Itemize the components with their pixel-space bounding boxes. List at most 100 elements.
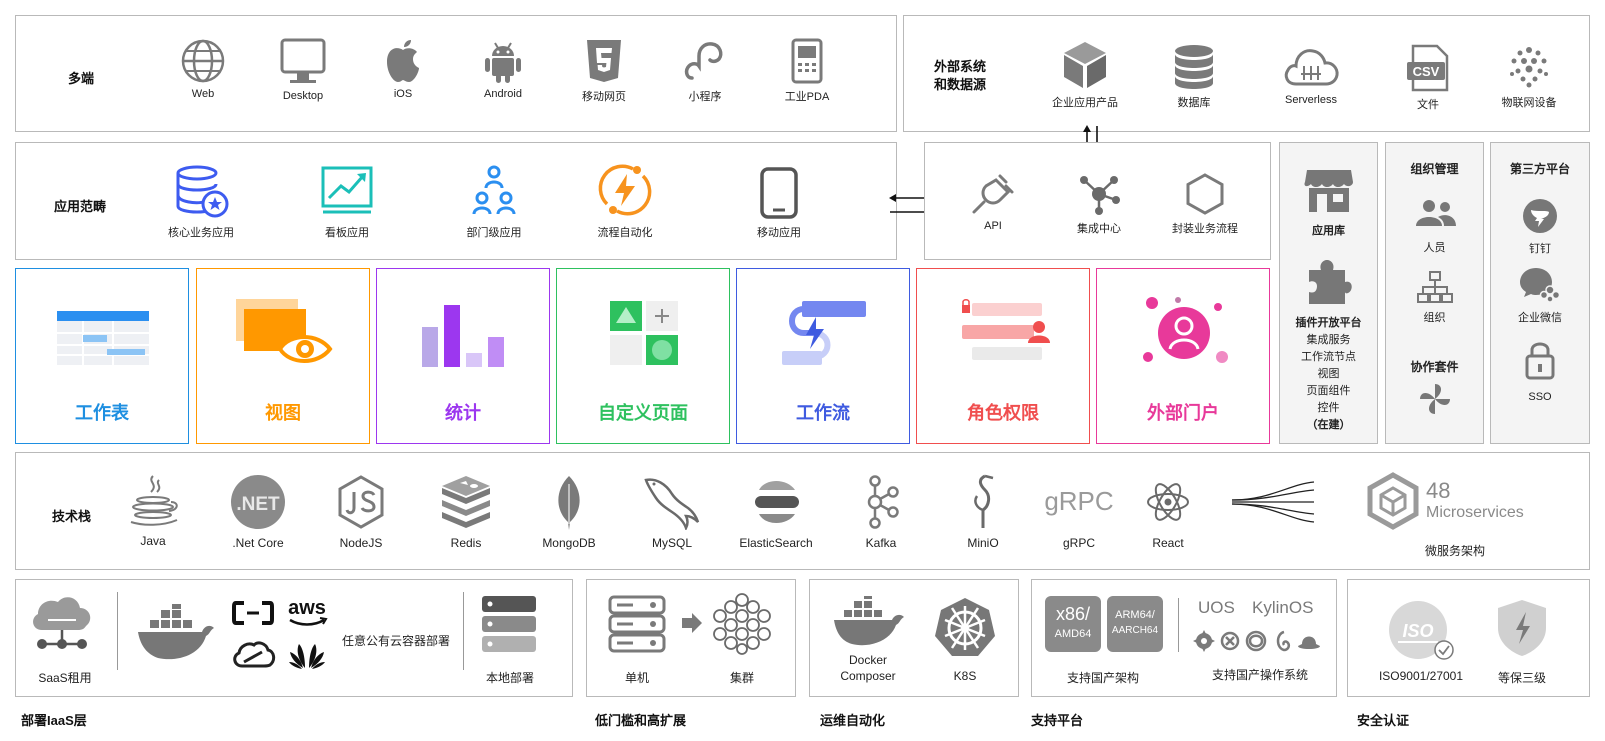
page-blocks-icon [610, 301, 678, 365]
cloud-icon [1284, 49, 1339, 86]
client-android: Android [448, 38, 558, 100]
arrow-right-icon [682, 613, 702, 633]
tech-mongodb-label: MongoDB [542, 536, 596, 550]
external-label-2: 和数据源 [934, 77, 987, 92]
saas-label: SaaS租用 [38, 671, 92, 685]
k8s-label: K8S [953, 669, 977, 683]
redis-stack-icon [442, 476, 490, 528]
multi-end-panel [15, 15, 897, 132]
iot-dots-icon [1510, 47, 1548, 88]
kubernetes-wheel-icon [935, 598, 995, 656]
plugin-item-3: 视图 [1317, 368, 1340, 380]
mobile-phone-icon [760, 167, 798, 219]
desktop-icon [280, 38, 326, 83]
app-scope-label: 应用范畴 [54, 199, 107, 214]
app-mobile: 移动应用 [724, 166, 834, 240]
tech-dotnet: .NET .Net Core [212, 474, 304, 550]
client-ios-label: iOS [393, 88, 413, 100]
tech-nodejs-label: NodeJS [339, 536, 383, 550]
mini-program-icon [684, 42, 723, 80]
apple-icon [387, 40, 419, 82]
lightning-cycle-icon [598, 164, 652, 216]
tech-elasticsearch: ElasticSearch [730, 474, 822, 550]
module-worksheet-name: 工作表 [75, 403, 129, 423]
tech-kafka: Kafka [835, 474, 927, 550]
org-management-title: 组织管理 [1410, 162, 1459, 176]
mlps-caption: 等保三级 [1497, 671, 1546, 685]
microservice-number: 48 [1426, 478, 1451, 503]
deploy-footer: 部署IaaS层 [21, 713, 87, 728]
dotnet-icon: .NET [231, 475, 285, 529]
box-cube-icon [1064, 42, 1106, 88]
portal-user-icon [1143, 297, 1228, 363]
third-party-sso-label: SSO [1528, 391, 1552, 403]
integration-center-label: 集成中心 [1077, 223, 1121, 235]
server-single-icon [608, 595, 666, 653]
tech-mysql: MySQL [626, 474, 718, 550]
module-statistics-name: 统计 [445, 403, 481, 423]
wecom-icon [1520, 268, 1560, 302]
plugin-item-5: 控件 [1317, 402, 1340, 414]
integration-wrap-process-label: 封装业务流程 [1172, 223, 1238, 235]
app-core-business-label: 核心业务应用 [168, 227, 234, 239]
integration-wrap-process: 封装业务流程 [1150, 172, 1260, 236]
arch-caption: 支持国产架构 [1066, 671, 1139, 685]
app-department: 部门级应用 [439, 164, 549, 240]
plug-icon [972, 174, 1014, 214]
os-logos-icon [1193, 630, 1320, 652]
team-hierarchy-icon [472, 165, 516, 215]
globe-icon [181, 39, 225, 83]
client-desktop-label: Desktop [282, 90, 324, 102]
client-mini-program: 小程序 [650, 38, 760, 104]
org-chart-icon [1417, 271, 1453, 303]
collab-suite-title: 协作套件 [1410, 360, 1459, 374]
external-enterprise-apps-label: 企业应用产品 [1052, 97, 1118, 109]
puzzle-icon [1309, 260, 1352, 304]
ops-footer: 运维自动化 [820, 713, 886, 728]
module-custom-page-name: 自定义页面 [598, 403, 688, 423]
deploy-divider-1 [117, 592, 118, 670]
android-icon [485, 42, 521, 83]
tech-java-label: Java [140, 534, 166, 548]
cluster-hex-icon [713, 593, 771, 655]
tech-dotnet-label: .Net Core [232, 536, 284, 550]
app-dashboard-label: 看板应用 [325, 227, 369, 239]
module-view: 视图 [196, 268, 370, 444]
chip-arm: ARM64/ AARCH64 [1107, 596, 1163, 652]
client-mobile-web-label: 移动网页 [582, 91, 626, 103]
aws-text: aws [288, 597, 326, 619]
multi-end-label: 多端 [68, 71, 95, 86]
tech-elasticsearch-label: ElasticSearch [739, 536, 813, 550]
microservice-word: Microservices [1426, 504, 1524, 521]
tech-redis-label: Redis [450, 536, 482, 550]
external-file: CSV 文件 [1373, 44, 1483, 112]
external-iot: 物联网设备 [1474, 44, 1584, 110]
shield-bolt-icon [1498, 600, 1546, 656]
deploy-divider-2 [463, 592, 464, 670]
external-file-label: 文件 [1417, 99, 1439, 111]
client-android-label: Android [484, 88, 522, 100]
scale-panel [586, 579, 796, 697]
tech-nodejs: NodeJS [315, 474, 407, 550]
funnel-lines-icon [1231, 481, 1315, 523]
plugin-item-4: 页面组件 [1306, 385, 1351, 397]
elasticsearch-icon [755, 481, 799, 523]
tech-kafka-label: Kafka [865, 536, 897, 550]
tech-minio: MiniO [937, 474, 1029, 550]
docker-composer-line1: Docker [848, 653, 887, 667]
tech-mongodb: MongoDB [523, 474, 615, 550]
docker-whale-icon [138, 604, 214, 660]
csv-file-icon: CSV [1407, 44, 1449, 92]
role-permission-icon [962, 299, 1050, 360]
plugin-item-1: 集成服务 [1306, 334, 1351, 346]
scale-footer: 低门槛和高扩展 [595, 713, 687, 728]
java-cup-icon [130, 475, 178, 526]
grpc-logo-icon: gRPC [1044, 486, 1113, 516]
mongodb-leaf-icon [558, 476, 580, 530]
external-serverless-label: Serverless [1285, 94, 1337, 106]
html5-icon [587, 40, 621, 82]
saas-cloud-icon [33, 597, 91, 649]
public-cloud-label: 任意公有云容器部署 [341, 634, 450, 648]
client-desktop: Desktop [248, 38, 358, 102]
org-organization-label: 组织 [1423, 312, 1446, 324]
